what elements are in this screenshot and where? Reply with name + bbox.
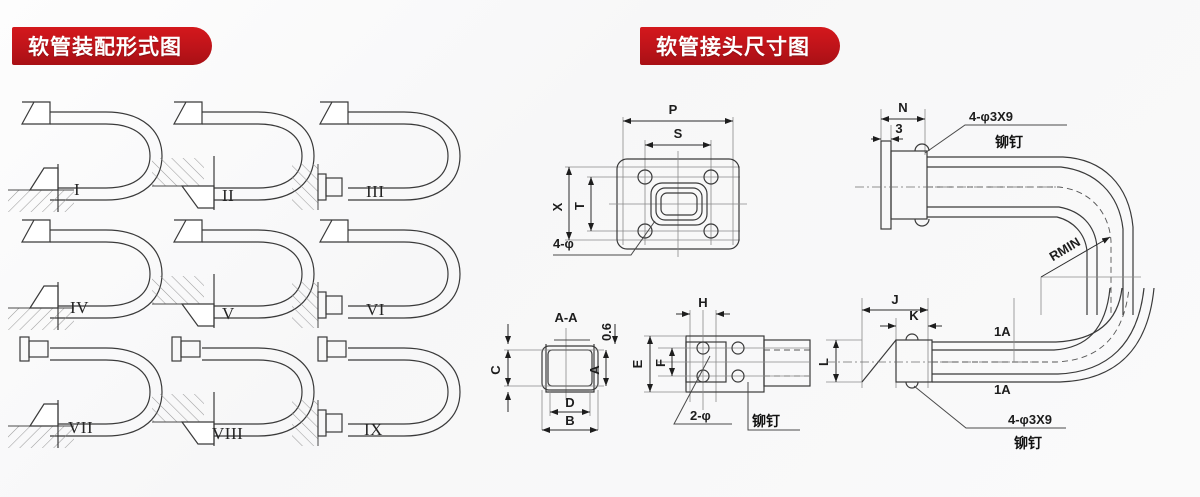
label-1A-upper: 1A (994, 324, 1011, 339)
hose-assembly-top-drawing: N 3 RMIN 4-φ3X9 铆钉 (855, 100, 1141, 315)
dim-F: F (653, 359, 668, 367)
dim-S: S (674, 126, 683, 141)
form-I (7, 101, 163, 213)
form-label-VI: VI (366, 300, 385, 319)
label-rivet-top: 铆钉 (995, 134, 1023, 151)
form-label-III: III (366, 182, 385, 201)
banner-joint-dimensions: 软管接头尺寸图 (640, 27, 841, 65)
callout-4-phi: 4-φ (553, 236, 574, 251)
label-rivet-detail: 铆钉 (752, 413, 780, 430)
label-rivet-bottom: 铆钉 (1014, 435, 1042, 452)
dim-P: P (669, 102, 678, 117)
dim-X: X (550, 202, 565, 211)
dim-N: N (898, 100, 907, 115)
rivet-detail-drawing: H E F 2-φ 铆钉 (630, 295, 811, 431)
dim-C: C (488, 365, 503, 375)
callout-rivet-top: 4-φ3X9 (969, 109, 1013, 124)
dim-B: B (565, 413, 574, 428)
hose-assembly-bottom-drawing: J K L 1A 1A 4-φ3X9 铆钉 (818, 288, 1155, 452)
callout-rivet-bottom: 4-φ3X9 (1008, 412, 1052, 427)
dim-L: L (818, 358, 831, 366)
dim-E: E (630, 359, 645, 368)
label-1A-lower: 1A (994, 382, 1011, 397)
form-label-V: V (222, 304, 235, 323)
form-label-IV: IV (70, 298, 89, 317)
dim-T: T (572, 202, 587, 210)
dim-thickness-0-6: 0.6 (599, 323, 614, 341)
flange-plate-drawing: P S X T 4-φ (550, 102, 747, 257)
dim-A: A (587, 365, 602, 375)
banner-assembly-forms: 软管装配形式图 (12, 27, 213, 65)
form-label-VIII: VIII (212, 424, 244, 443)
callout-2-phi: 2-φ (690, 408, 711, 423)
form-label-IX: IX (364, 420, 383, 439)
dim-K: K (909, 308, 919, 323)
dim-J: J (891, 292, 898, 307)
banner-assembly-forms-text: 软管装配形式图 (28, 36, 182, 59)
dim-3: 3 (895, 121, 902, 136)
form-label-I: I (74, 180, 81, 199)
section-aa-title: A-A (554, 310, 578, 325)
form-label-II: II (222, 186, 235, 205)
dim-H: H (698, 295, 707, 310)
dim-D: D (565, 395, 574, 410)
banner-joint-dimensions-text: 软管接头尺寸图 (656, 36, 810, 59)
form-label-VII: VII (68, 418, 94, 437)
section-aa-drawing: A-A 0.6 C A D B (488, 310, 618, 433)
label-rmin: RMIN (1047, 234, 1083, 264)
